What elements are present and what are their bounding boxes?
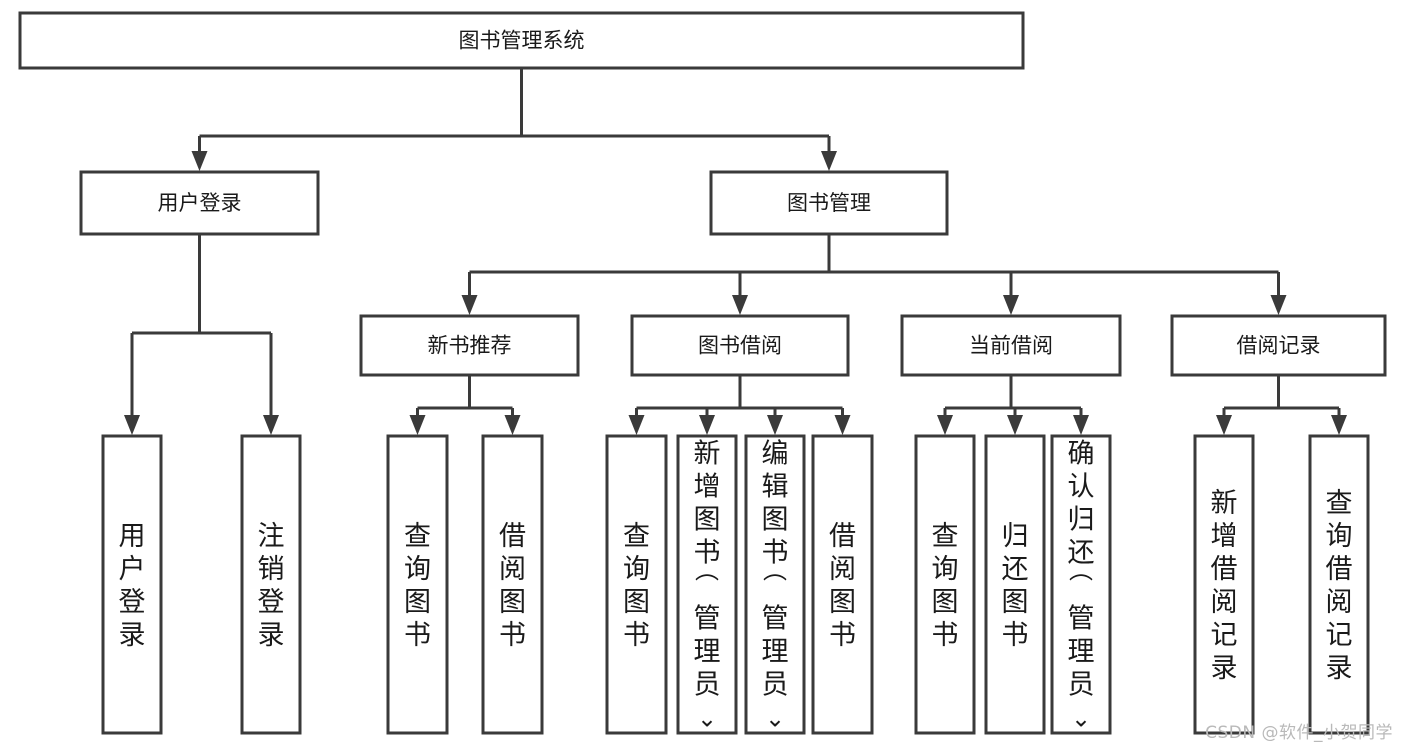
edge-group-borrowrecord-to-leaves [1216, 375, 1347, 435]
node-label: 当前借阅 [969, 334, 1053, 358]
edge-group-bookborrow-to-leaves [628, 375, 851, 435]
node-borrow-record[interactable]: 借阅记录 [1170, 314, 1387, 377]
node-new-book-rec[interactable]: 新书推荐 [359, 314, 580, 377]
node-label: 用户登录 [158, 191, 242, 215]
node-leaf-borrow-book-2[interactable]: 借阅图书 [811, 434, 874, 735]
node-label: 新增图书⌒管理员⌄ [694, 438, 721, 732]
node-leaf-query-book-3[interactable]: 查询图书 [914, 434, 976, 735]
node-leaf-query-book-2[interactable]: 查询图书 [605, 434, 668, 735]
edge-group-currentborrow-to-leaves [937, 375, 1089, 435]
node-leaf-add-record[interactable]: 新增借阅记录 [1193, 434, 1255, 735]
node-label: 查询借阅记录 [1326, 488, 1353, 684]
watermark: CSDN @软件_小贺同学 [1205, 723, 1393, 743]
edge-group-newbook-to-leaves [409, 375, 521, 435]
edges-layer [124, 68, 1347, 435]
node-leaf-return-book[interactable]: 归还图书 [984, 434, 1046, 735]
node-label: 借阅图书 [829, 521, 856, 651]
node-label: 查询图书 [623, 521, 650, 651]
node-current-borrow[interactable]: 当前借阅 [900, 314, 1122, 377]
node-label: 图书管理系统 [459, 29, 585, 53]
node-label: 用户登录 [119, 521, 146, 651]
node-label: 新增借阅记录 [1211, 488, 1238, 684]
node-label: 新书推荐 [428, 334, 512, 358]
node-leaf-user-login[interactable]: 用户登录 [101, 434, 163, 735]
nodes-layer: 图书管理系统用户登录图书管理新书推荐图书借阅当前借阅借阅记录用户登录注销登录查询… [18, 11, 1387, 735]
node-leaf-borrow-book-1[interactable]: 借阅图书 [481, 434, 544, 735]
node-book-borrow[interactable]: 图书借阅 [630, 314, 850, 377]
node-label: 查询图书 [932, 521, 959, 651]
node-leaf-query-record[interactable]: 查询借阅记录 [1308, 434, 1370, 735]
node-leaf-add-book[interactable]: 新增图书⌒管理员⌄ [676, 434, 738, 735]
edge-group-bookmanage-to-level2 [461, 234, 1287, 315]
node-label: 图书管理 [787, 191, 871, 215]
edge-group-root-to-level1 [191, 68, 837, 171]
node-label: 归还图书 [1002, 521, 1029, 651]
node-book-manage[interactable]: 图书管理 [709, 170, 949, 236]
node-leaf-query-book-1[interactable]: 查询图书 [386, 434, 449, 735]
node-leaf-logout[interactable]: 注销登录 [240, 434, 302, 735]
node-root[interactable]: 图书管理系统 [18, 11, 1025, 70]
edge-group-userlogin-to-leaves [124, 234, 279, 435]
node-label: 图书借阅 [698, 334, 782, 358]
node-label: 查询图书 [404, 521, 431, 651]
node-leaf-confirm-return[interactable]: 确认归还⌒管理员⌄ [1050, 434, 1112, 735]
node-label: 借阅图书 [499, 521, 526, 651]
node-label: 注销登录 [258, 521, 285, 651]
node-leaf-edit-book[interactable]: 编辑图书⌒管理员⌄ [744, 434, 806, 735]
node-label: 借阅记录 [1237, 334, 1321, 358]
node-label: 编辑图书⌒管理员⌄ [762, 438, 789, 732]
node-user-login[interactable]: 用户登录 [79, 170, 320, 236]
node-label: 确认归还⌒管理员⌄ [1068, 438, 1095, 732]
